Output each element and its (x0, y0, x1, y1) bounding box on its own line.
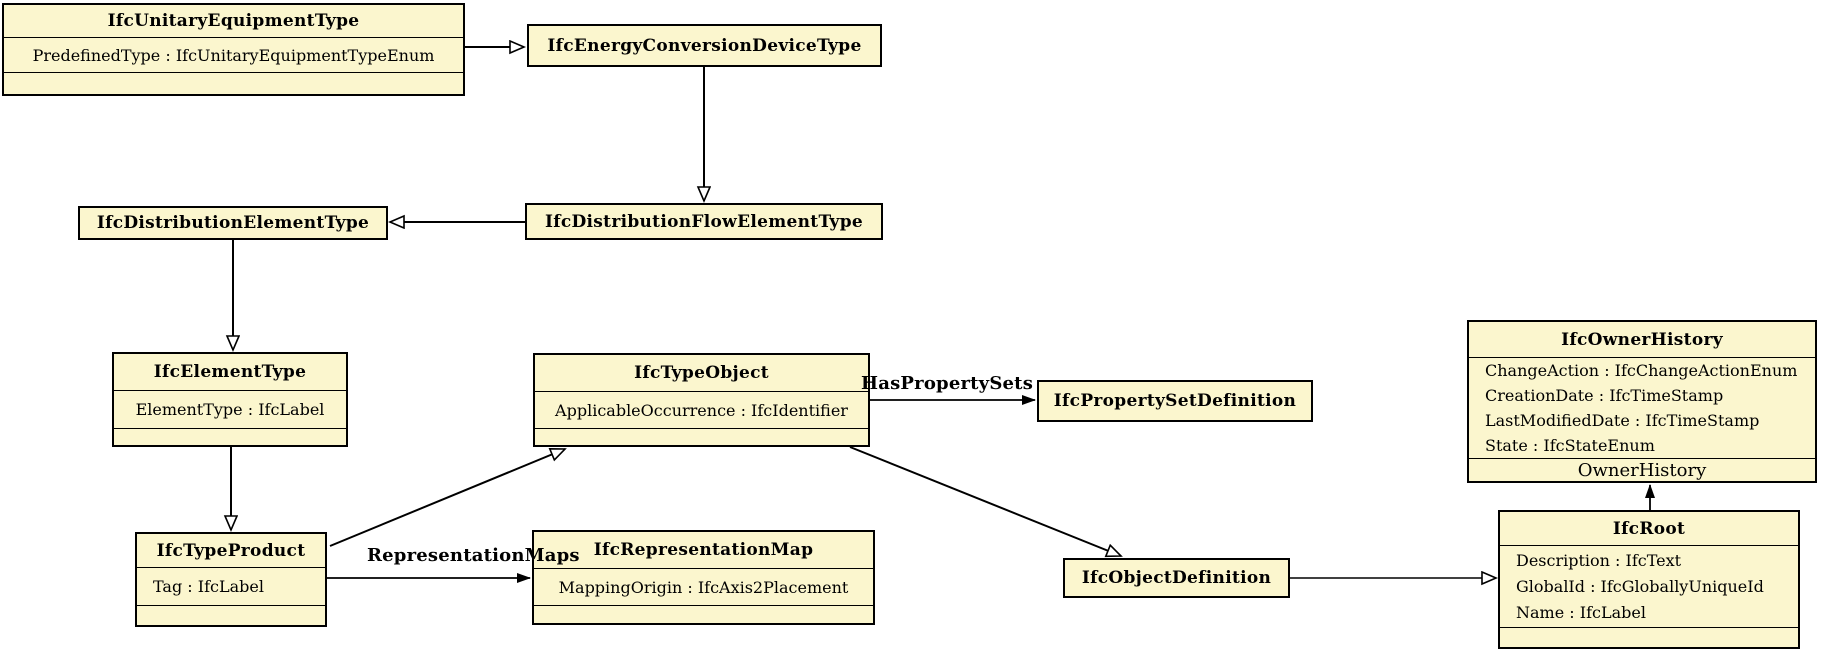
class-attributes: Tag : IfcLabel (137, 568, 325, 606)
class-box-ifc-distribution-flow-element-type[interactable]: IfcDistributionFlowElementType (525, 203, 883, 240)
class-attributes: ChangeAction : IfcChangeActionEnum Creat… (1469, 358, 1815, 459)
inheritance-edge-type-product-to-type-object (329, 449, 565, 547)
class-attribute: State : IfcStateEnum (1485, 436, 1655, 455)
association-label-owner-history: OwnerHistory (1577, 459, 1707, 481)
class-attribute: LastModifiedDate : IfcTimeStamp (1485, 411, 1760, 430)
class-title: IfcDistributionFlowElementType (544, 211, 864, 232)
class-attributes: ApplicableOccurrence : IfcIdentifier (535, 392, 868, 429)
class-attributes: MappingOrigin : IfcAxis2Placement (534, 569, 873, 606)
class-attribute: ChangeAction : IfcChangeActionEnum (1485, 361, 1798, 380)
class-title: IfcPropertySetDefinition (1053, 391, 1297, 411)
empty-compartment (114, 429, 346, 445)
class-box-ifc-distribution-element-type[interactable]: IfcDistributionElementType (78, 206, 388, 240)
class-attribute: PredefinedType : IfcUnitaryEquipmentType… (32, 45, 435, 65)
class-title: IfcRepresentationMap (534, 532, 873, 569)
class-box-ifc-representation-map[interactable]: IfcRepresentationMap MappingOrigin : Ifc… (532, 530, 875, 625)
class-attributes: PredefinedType : IfcUnitaryEquipmentType… (4, 38, 463, 73)
class-attribute: ApplicableOccurrence : IfcIdentifier (555, 400, 848, 420)
empty-compartment (1500, 628, 1798, 647)
empty-compartment (534, 606, 873, 623)
class-attribute: Description : IfcText (1516, 550, 1682, 570)
class-attributes: ElementType : IfcLabel (114, 391, 346, 429)
class-box-ifc-object-definition[interactable]: IfcObjectDefinition (1063, 558, 1290, 598)
class-title: IfcTypeProduct (137, 534, 325, 568)
class-title: IfcRoot (1500, 512, 1798, 546)
empty-compartment (4, 73, 463, 94)
class-box-ifc-owner-history[interactable]: IfcOwnerHistory ChangeAction : IfcChange… (1467, 320, 1817, 483)
inheritance-edge-type-object-to-object-definition (849, 446, 1121, 556)
empty-compartment (137, 606, 325, 625)
class-box-ifc-type-product[interactable]: IfcTypeProduct Tag : IfcLabel (135, 532, 327, 627)
class-box-ifc-root[interactable]: IfcRoot Description : IfcText GlobalId :… (1498, 510, 1800, 649)
class-title: IfcObjectDefinition (1081, 568, 1272, 588)
empty-compartment (535, 429, 868, 445)
class-title: IfcTypeObject (535, 355, 868, 392)
class-attribute: MappingOrigin : IfcAxis2Placement (558, 577, 849, 597)
association-label-has-property-sets: HasPropertySets (861, 373, 1034, 394)
class-box-ifc-element-type[interactable]: IfcElementType ElementType : IfcLabel (112, 352, 348, 447)
class-attribute: CreationDate : IfcTimeStamp (1485, 386, 1724, 405)
class-box-ifc-energy-conversion-device-type[interactable]: IfcEnergyConversionDeviceType (527, 24, 882, 67)
class-attribute: GlobalId : IfcGloballyUniqueId (1516, 576, 1764, 596)
class-box-ifc-type-object[interactable]: IfcTypeObject ApplicableOccurrence : Ifc… (533, 353, 870, 447)
class-attributes: Description : IfcText GlobalId : IfcGlob… (1500, 546, 1798, 628)
class-title: IfcElementType (114, 354, 346, 391)
class-attribute: Name : IfcLabel (1516, 602, 1646, 622)
class-box-ifc-property-set-definition[interactable]: IfcPropertySetDefinition (1037, 380, 1313, 422)
class-title: IfcEnergyConversionDeviceType (547, 35, 862, 56)
class-title: IfcOwnerHistory (1469, 322, 1815, 358)
class-title: IfcUnitaryEquipmentType (4, 5, 463, 38)
class-title: IfcDistributionElementType (96, 213, 370, 233)
association-label-representation-maps: RepresentationMaps (367, 545, 580, 566)
class-attribute: ElementType : IfcLabel (135, 400, 325, 419)
class-attribute: Tag : IfcLabel (153, 577, 264, 596)
class-box-ifc-unitary-equipment-type[interactable]: IfcUnitaryEquipmentType PredefinedType :… (2, 3, 465, 96)
